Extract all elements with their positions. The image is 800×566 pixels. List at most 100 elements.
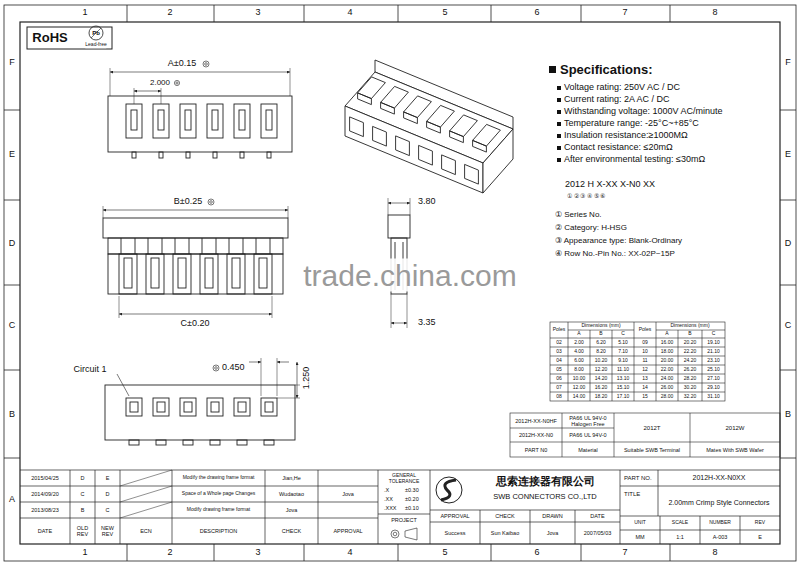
table-header: C: [621, 331, 625, 337]
table-cell: 30.20: [684, 385, 697, 391]
zone-number: 4: [347, 548, 352, 558]
table-cell: 12.00: [573, 385, 586, 391]
drawing-title: 2.00mm Crimp Style Connectors: [668, 499, 769, 507]
tolerance-cell: .XXX: [384, 505, 397, 511]
bottom-view: [213, 365, 219, 371]
front-view: [173, 254, 191, 294]
approval-cell: Success: [445, 530, 466, 536]
title-block-header: REV: [755, 520, 765, 526]
table-cell: 2012H-XX-N0HF: [515, 417, 557, 423]
top-view: [261, 104, 277, 138]
zone-letter: C: [785, 321, 792, 331]
dimension-table-grid: [550, 322, 725, 401]
table-cell: 24.00: [661, 376, 674, 382]
table-cell: 20.20: [684, 340, 697, 346]
front-view: [119, 314, 272, 315]
dimension-label: 3.80: [418, 197, 436, 207]
front-view: [103, 218, 288, 238]
zone-letter: F: [785, 58, 791, 68]
zone-number: 8: [712, 8, 717, 18]
table-cell: 28.00: [661, 394, 674, 400]
isometric-view: [381, 86, 409, 114]
front-view: [178, 258, 186, 288]
title-block-grid: [20, 470, 780, 544]
top-view: [110, 68, 290, 104]
spec-line: Contact resistance: ≤20mΩ: [564, 143, 673, 153]
side-view: [391, 323, 407, 324]
part-code: 2012 H X-XX X-N0 XX: [565, 180, 655, 190]
table-cell: 15: [642, 394, 648, 400]
bottom-view: [261, 358, 300, 398]
table-cell: 28.20: [684, 376, 697, 382]
parts-table-grid: [510, 413, 780, 457]
front-view: [146, 254, 164, 294]
table-cell: 11.10: [617, 367, 629, 373]
isometric-view: [373, 126, 387, 146]
isometric-view: [442, 155, 456, 175]
dimension-label: 0.450: [222, 363, 245, 373]
revision-header: DATE: [38, 528, 52, 534]
top-view: [132, 152, 136, 158]
bottom-view: [234, 398, 250, 416]
spec-bullets: [549, 66, 561, 162]
front-view: [254, 254, 272, 294]
revision-cell: D: [81, 475, 85, 481]
company-logo: [441, 480, 456, 500]
isometric-view: [404, 96, 432, 124]
front-view: [259, 258, 267, 288]
top-view: [174, 80, 179, 85]
revision-cell: C: [81, 491, 85, 497]
table-cell: 06: [556, 376, 562, 382]
dimension-label: C±0.20: [181, 319, 210, 329]
bottom-view: [215, 367, 218, 370]
table-cell: 8.00: [574, 367, 584, 373]
rohs-mark: RoHS: [32, 31, 67, 45]
lead-free-mark: Lead-free: [85, 42, 106, 48]
revision-cell: Space of a Whole page Changes: [182, 491, 255, 497]
isometric-view: [419, 145, 433, 165]
table-cell: 10.00: [573, 376, 586, 382]
bottom-view: [264, 440, 274, 445]
revision-header: APPROVAL: [333, 528, 362, 534]
table-header: C: [712, 331, 716, 337]
table-cell: 32.20: [684, 394, 697, 400]
zone-letter: E: [9, 150, 15, 160]
table-cell: 08: [556, 394, 562, 400]
parts-table-grid: [510, 413, 780, 457]
top-view: [110, 72, 290, 73]
title-block-cell: A-003: [713, 534, 728, 540]
table-cell: 14: [642, 385, 648, 391]
dimension-label: B±0.25: [174, 197, 202, 207]
company-name: SWB CONNECTORS CO.,LTD: [493, 493, 596, 501]
zone-number: 7: [622, 548, 627, 558]
revision-cell: B: [81, 507, 85, 513]
table-header: B: [599, 331, 602, 337]
table-cell: 13: [642, 376, 648, 382]
spec-bullets: [557, 134, 561, 138]
bottom-view: [277, 362, 289, 363]
bottom-view: [183, 440, 193, 445]
bottom-view: [297, 362, 298, 398]
approval-cell: Jova: [547, 530, 559, 536]
front-view: [103, 199, 288, 318]
bottom-view: [184, 402, 192, 412]
bottom-view: [210, 440, 220, 445]
tolerance-heading: PROJECT: [391, 517, 417, 523]
zone-number: 1: [82, 548, 87, 558]
title-block-header: PART NO.: [624, 475, 652, 482]
front-view: [232, 258, 240, 288]
bottom-view: [105, 385, 295, 440]
zone-number: 3: [255, 8, 260, 18]
table-cell: 04: [556, 358, 562, 364]
top-view: [108, 61, 292, 158]
table-cell: 14.20: [595, 376, 608, 382]
dimension-label: 2.000: [150, 79, 170, 88]
front-view: [205, 258, 213, 288]
tolerance-cell: .XX: [384, 496, 393, 502]
approval-cell: 2007/05/03: [584, 530, 612, 536]
spec-line: Temperature range: -25°C~+85°C: [564, 119, 699, 129]
title-block-cell: 1:1: [676, 534, 684, 540]
top-view: [126, 104, 142, 138]
spec-line: Current rating: 2A AC / DC: [564, 95, 670, 105]
